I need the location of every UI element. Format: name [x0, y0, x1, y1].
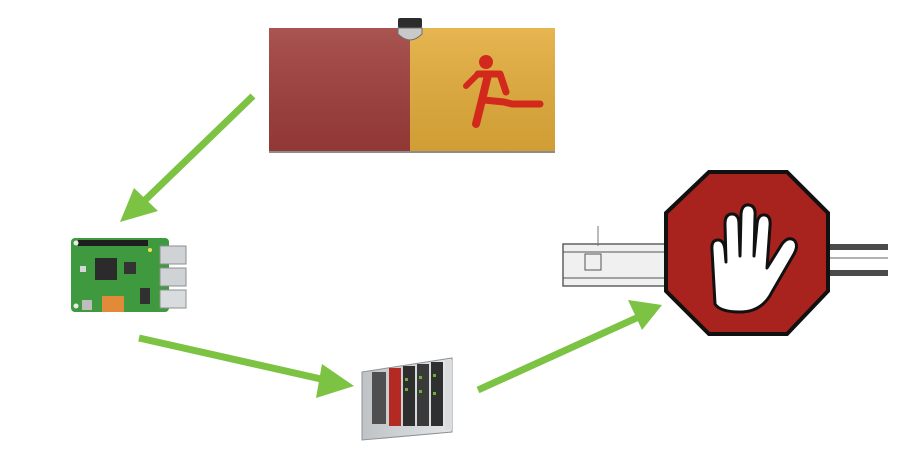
flow-arrows: [120, 93, 662, 398]
stop-machine-node: [562, 170, 888, 336]
arrow-door-to-pi: [120, 93, 256, 222]
plc-node: [361, 357, 453, 441]
arrow-plc-to-stop: [476, 300, 662, 394]
stop-hand-icon: [664, 170, 830, 336]
plc-rack-icon: [361, 357, 453, 441]
conveyor-machine-icon: [562, 226, 888, 287]
raspberry-pi-node: [71, 238, 187, 312]
running-man-icon: [463, 55, 544, 128]
arrow-pi-to-plc: [138, 334, 354, 398]
door-sensor-node: [269, 18, 555, 153]
proximity-sensor-icon: [397, 18, 423, 41]
